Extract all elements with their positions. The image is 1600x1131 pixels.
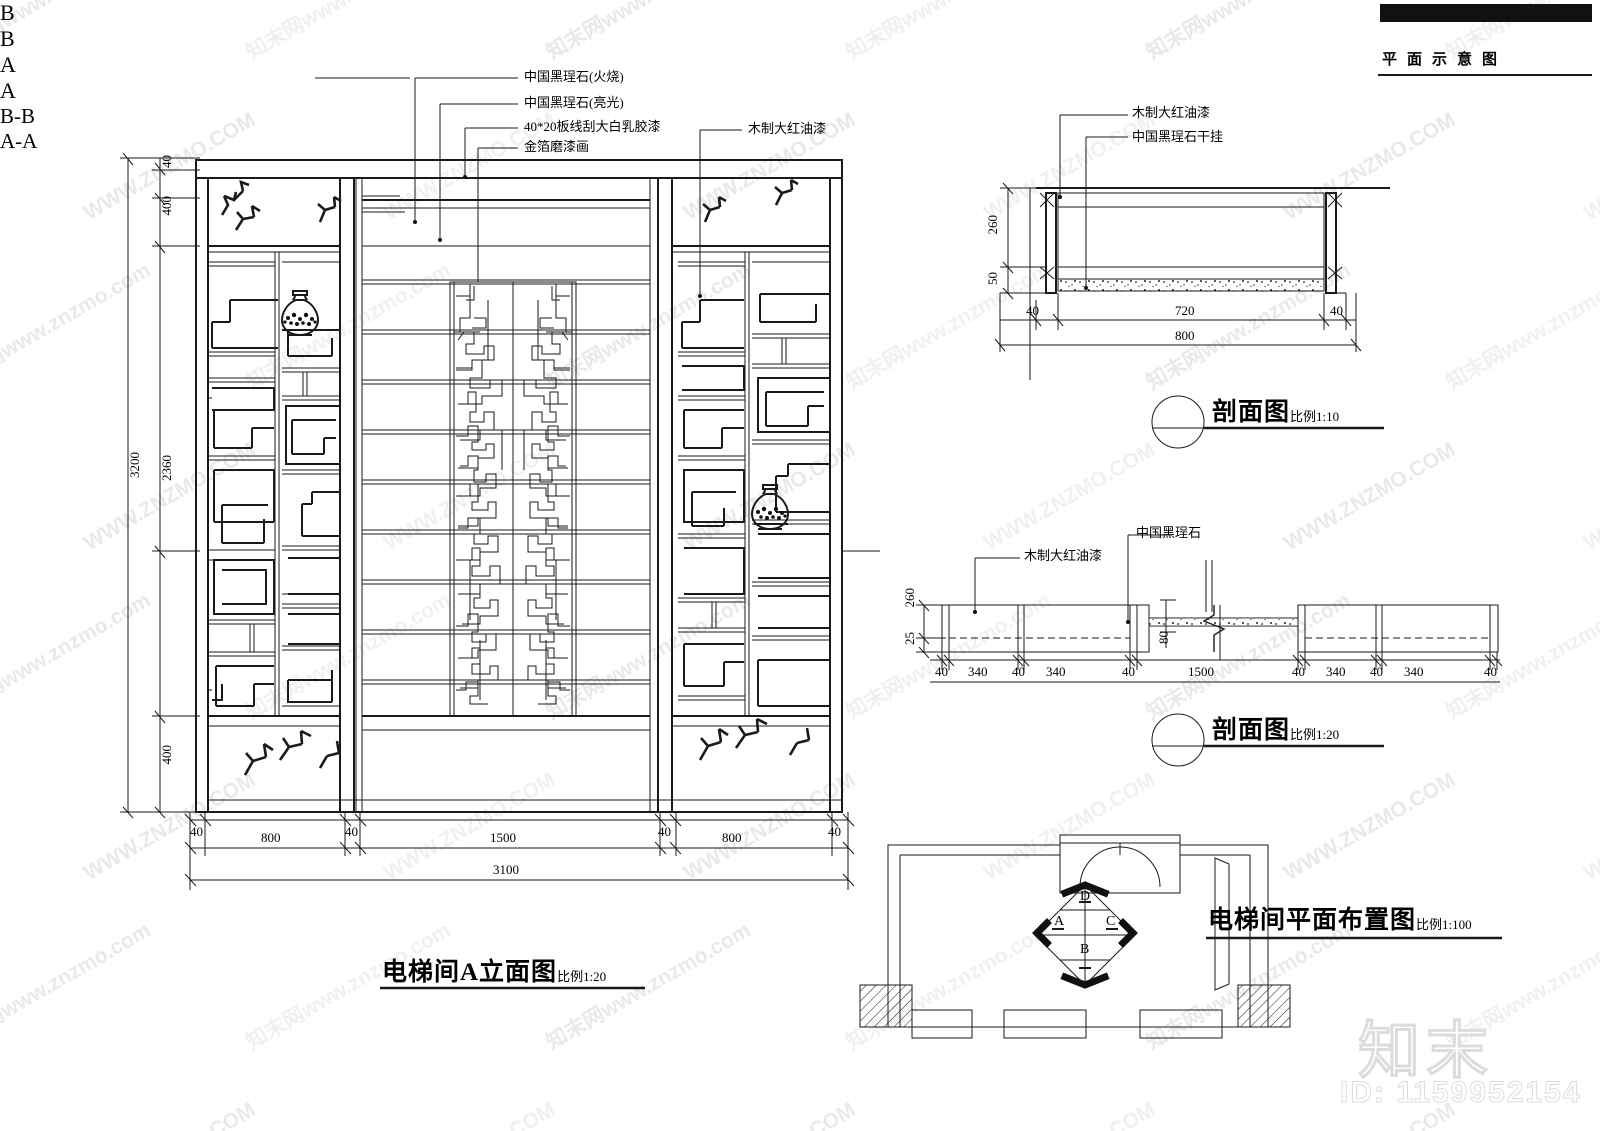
dim-h-40-d: 40 bbox=[828, 824, 841, 839]
aa-title: 剖面图 bbox=[1212, 717, 1291, 744]
bb-title: 剖面图 bbox=[1212, 399, 1291, 426]
bb-title-block: 剖面图 比例1:10 bbox=[1212, 392, 1339, 428]
section-bb-drawing bbox=[994, 114, 1390, 449]
aa-callout-hei-li-shi: 中国黑珵石 bbox=[1136, 525, 1202, 540]
section-marker-lines bbox=[152, 195, 880, 552]
aa-dim-1500: 1500 bbox=[1188, 664, 1214, 679]
bb-dim-260: 260 bbox=[985, 215, 1000, 235]
dim-h-40-b: 40 bbox=[345, 824, 358, 839]
aa-callout-muzhi-dahong-youqi: 木制大红油漆 bbox=[1024, 548, 1103, 563]
section-mark-b-left: B bbox=[0, 0, 15, 25]
bb-callout-hei-li-shi-ganggua: 中国黑珵石干挂 bbox=[1132, 129, 1224, 144]
bb-dim-50: 50 bbox=[985, 272, 1000, 285]
bb-dim-40-right: 40 bbox=[1330, 303, 1343, 318]
dim-v-total-3200: 3200 bbox=[127, 452, 142, 478]
aa-scale: 比例1:20 bbox=[1290, 727, 1340, 742]
decorative-vase-left bbox=[280, 290, 320, 337]
bb-section-tag: B-B bbox=[0, 104, 36, 128]
aa-dim-40-6: 40 bbox=[1484, 664, 1497, 679]
dim-h-1500: 1500 bbox=[490, 830, 516, 845]
elevation-horizontal-dimensions bbox=[184, 812, 855, 890]
aa-dim-340-2: 340 bbox=[1046, 664, 1066, 679]
bb-scale: 比例1:10 bbox=[1290, 409, 1340, 424]
header-black-bar bbox=[1380, 4, 1592, 22]
aa-dim-40-3: 40 bbox=[1122, 664, 1135, 679]
center-panel-artwork bbox=[362, 279, 650, 717]
watermark-brand: 知末 bbox=[1357, 1017, 1495, 1087]
elevation-title: 电梯间A立面图 bbox=[382, 959, 558, 986]
dim-h-40-c: 40 bbox=[658, 824, 671, 839]
compass-diamond bbox=[1032, 881, 1138, 989]
decorative-vase-right bbox=[750, 484, 790, 531]
aa-dim-40-5: 40 bbox=[1370, 664, 1383, 679]
dim-v-400-top: 400 bbox=[159, 196, 174, 216]
lattice-left-col-b bbox=[282, 261, 341, 707]
artwork-strokes-mirror bbox=[523, 284, 573, 705]
aa-section-tag: A-A bbox=[0, 129, 38, 153]
dim-h-40-a: 40 bbox=[190, 824, 203, 839]
lattice-left-col-a bbox=[208, 252, 280, 716]
stone-vein-texture bbox=[220, 178, 811, 776]
aa-dim-260: 260 bbox=[902, 588, 917, 608]
callout-hei-li-shi-liangguang: 中国黑珵石(亮光) bbox=[524, 95, 624, 110]
callout-banxian-rujiaoqi: 40*20板线刮大白乳胶漆 bbox=[524, 119, 661, 134]
plan-scale: 比例1:100 bbox=[1416, 917, 1472, 932]
elevation-leader-lines bbox=[315, 77, 742, 298]
compass-label-d: D bbox=[1080, 889, 1091, 904]
bb-callout-muzhi-dahong-youqi: 木制大红油漆 bbox=[1132, 105, 1211, 120]
section-mark-a-right: A bbox=[0, 78, 16, 103]
watermark-id: ID: 1159952154 bbox=[1340, 1076, 1582, 1110]
section-aa-drawing bbox=[916, 534, 1503, 767]
dim-h-800-right: 800 bbox=[722, 830, 742, 845]
aa-dim-40-2: 40 bbox=[1012, 664, 1025, 679]
aa-dim-340-4: 340 bbox=[1404, 664, 1424, 679]
bb-dim-total-800: 800 bbox=[1175, 328, 1195, 343]
elevation-frame bbox=[195, 159, 843, 813]
plan-title: 电梯间平面布置图 bbox=[1208, 907, 1417, 934]
aa-title-block: 剖面图 比例1:20 bbox=[1212, 710, 1339, 746]
callout-jinbo-moqihua: 金箔磨漆画 bbox=[524, 139, 590, 154]
section-mark-a-left: A bbox=[0, 52, 16, 77]
dim-v-400-bottom: 400 bbox=[159, 745, 174, 765]
bb-dim-720: 720 bbox=[1175, 303, 1195, 318]
lattice-right-col-b bbox=[752, 261, 831, 707]
dim-v-2360: 2360 bbox=[159, 455, 174, 481]
aa-dim-340-3: 340 bbox=[1326, 664, 1346, 679]
elevation-scale: 比例1:20 bbox=[557, 969, 607, 984]
compass-label-a: A bbox=[1054, 914, 1065, 929]
lattice-right-col-a bbox=[678, 252, 750, 716]
section-mark-b-center: B bbox=[0, 26, 15, 51]
dim-h-800-left: 800 bbox=[261, 830, 281, 845]
plan-drawing bbox=[859, 834, 1502, 1039]
aa-dim-40-4: 40 bbox=[1292, 664, 1305, 679]
elevation-title-block: 电梯间A立面图 比例1:20 bbox=[382, 952, 606, 988]
plan-title-block: 电梯间平面布置图 比例1:100 bbox=[1208, 900, 1472, 936]
callout-hei-li-shi-huoshao: 中国黑珵石(火烧) bbox=[524, 69, 624, 84]
compass-label-c: C bbox=[1106, 914, 1116, 929]
compass-label-b: B bbox=[1080, 942, 1090, 957]
callout-muzhi-dahong-youqi: 木制大红油漆 bbox=[748, 121, 827, 136]
dim-h-total-3100: 3100 bbox=[493, 862, 519, 877]
dim-v-40: 40 bbox=[159, 155, 174, 168]
elevation-drawing bbox=[120, 77, 880, 990]
aa-dim-340-1: 340 bbox=[968, 664, 988, 679]
aa-dim-80: 80 bbox=[1156, 631, 1171, 644]
artwork-strokes bbox=[453, 284, 503, 705]
bb-dim-40-left: 40 bbox=[1026, 303, 1039, 318]
aa-dim-40-1: 40 bbox=[935, 664, 948, 679]
aa-dim-25: 25 bbox=[902, 632, 917, 645]
header-title: 平面示意图 bbox=[1382, 52, 1508, 68]
